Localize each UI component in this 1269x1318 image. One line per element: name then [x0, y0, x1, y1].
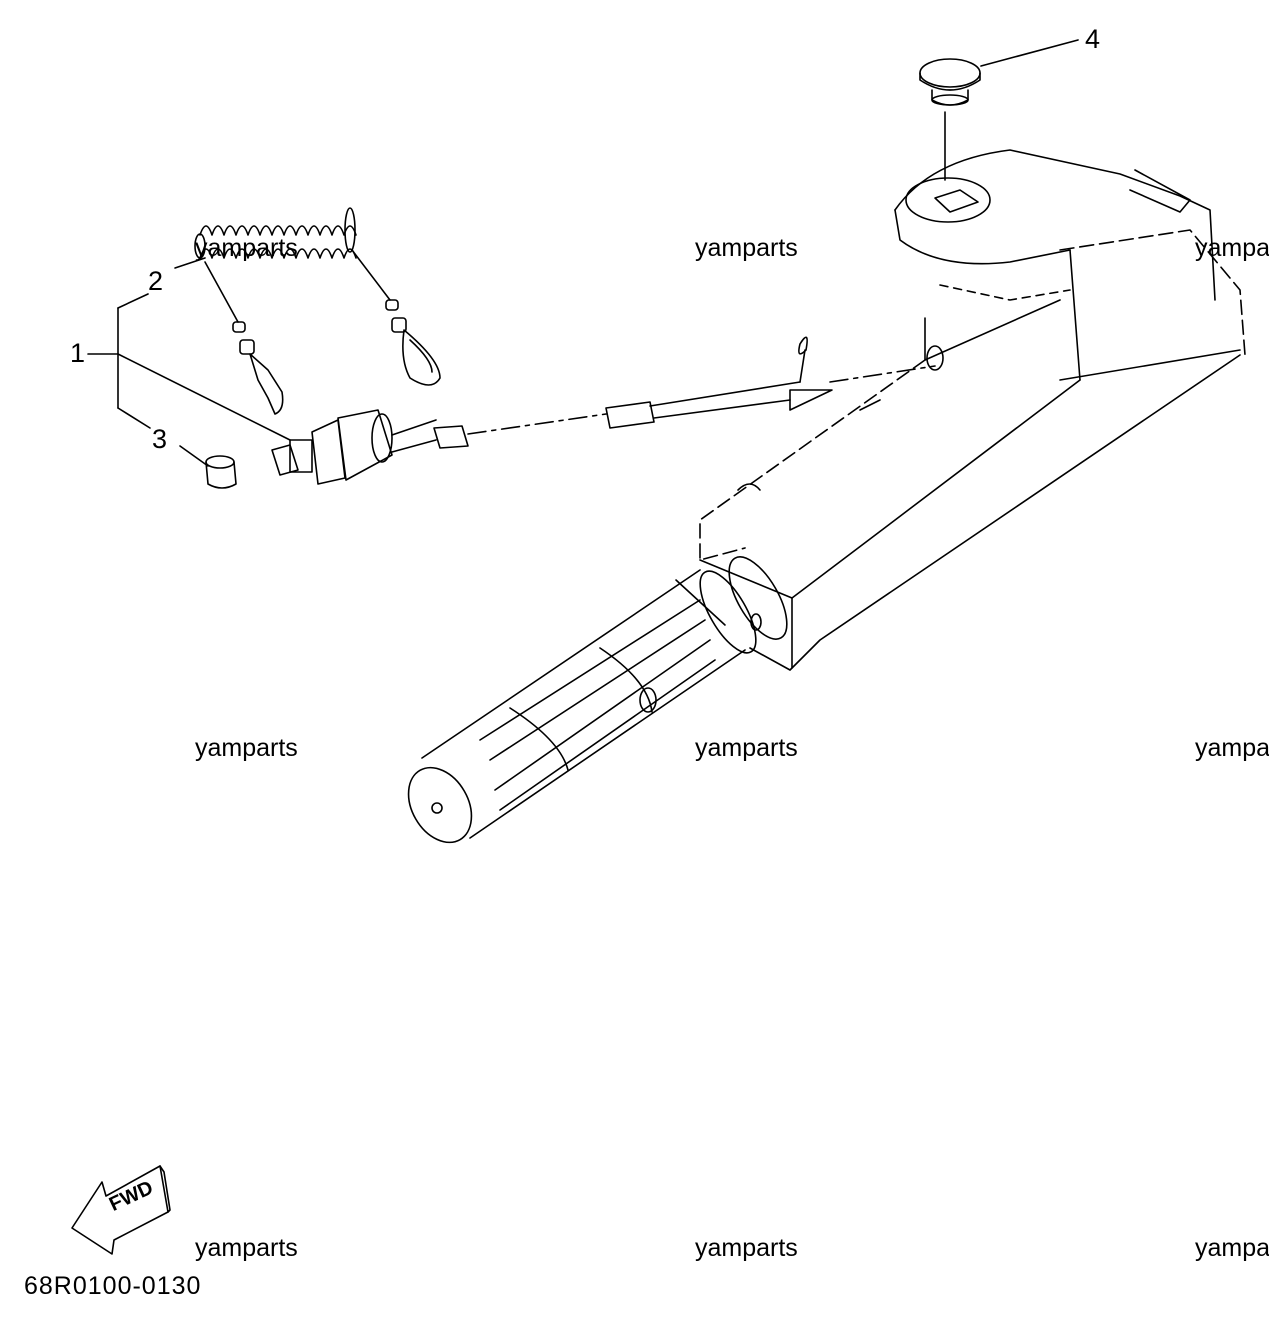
callout-3: 3: [152, 424, 168, 454]
stop-switch-part: [272, 410, 436, 484]
callout-4: 4: [1085, 24, 1101, 54]
tiller-handle: [396, 150, 1245, 854]
watermark: yamparts: [695, 1234, 798, 1262]
callout-1: 1: [70, 338, 86, 368]
grommet-plug-part: [920, 59, 980, 105]
watermark: yamparts: [195, 234, 298, 262]
watermark: yamparts: [695, 234, 798, 262]
watermark: yamparts: [1195, 234, 1269, 262]
fwd-arrow-icon: [72, 1166, 170, 1254]
watermark: yamparts: [195, 1234, 298, 1262]
watermark: yamparts: [195, 734, 298, 762]
watermark: yamparts: [1195, 1234, 1269, 1262]
callout-leaders: [88, 40, 1078, 466]
callout-2: 2: [148, 266, 164, 296]
switch-wire: [434, 337, 935, 448]
part-code: 68R0100-0130: [24, 1272, 202, 1300]
lanyard-part: [195, 208, 440, 414]
cap-part: [206, 456, 236, 488]
watermark: yamparts: [695, 734, 798, 762]
watermark: yamparts: [1195, 734, 1269, 762]
